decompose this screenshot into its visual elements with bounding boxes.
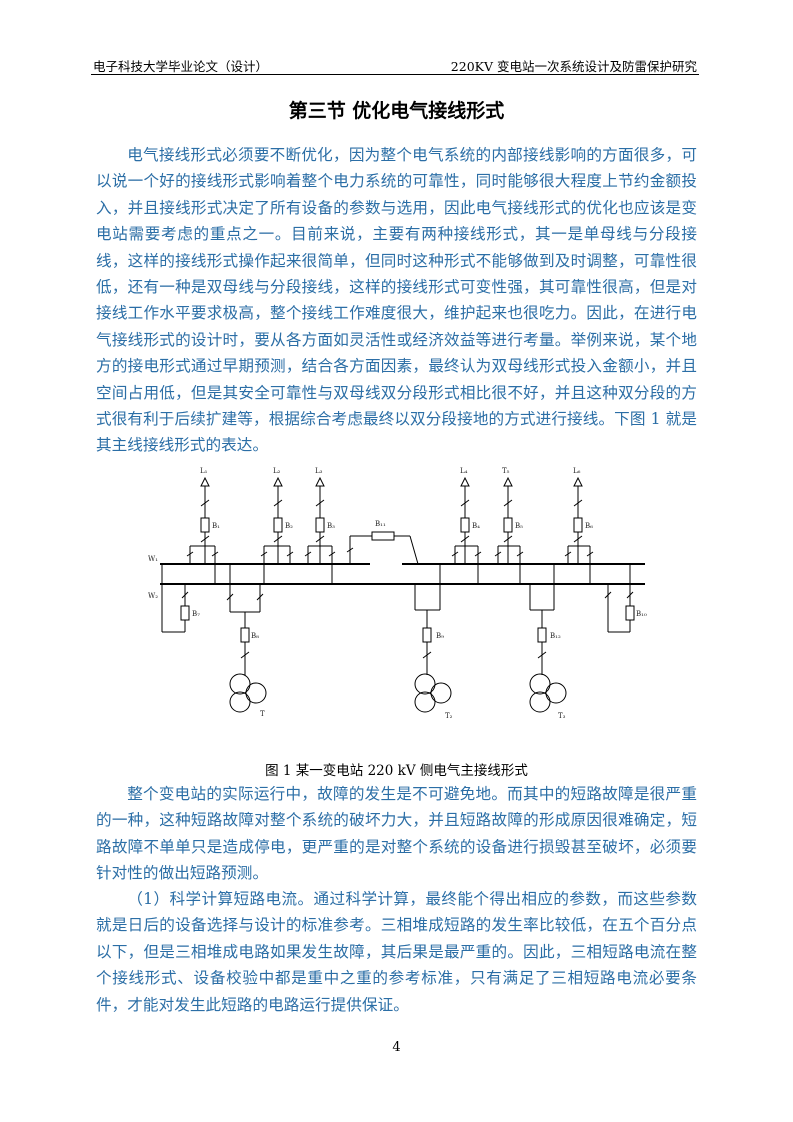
- label-w1: W₁: [148, 555, 158, 563]
- label-b4: B₄: [472, 522, 480, 530]
- label-b5: B₅: [515, 522, 523, 530]
- label-w2: W₂: [148, 592, 158, 600]
- label-l3: L₃: [315, 467, 323, 475]
- body-paragraph-2: 整个变电站的实际运行中，故障的发生是不可避免地。而其中的短路故障是很严重的一种，…: [96, 785, 697, 883]
- label-l5: T₅: [502, 467, 510, 475]
- figure-caption: 图 1 某一变电站 220 kV 侧电气主接线形式: [265, 763, 528, 779]
- label-b9: B₉: [436, 632, 444, 640]
- body-paragraph-3: （1）科学计算短路电流。通过科学计算，最终能个得出相应的参数，而这些参数就是日后…: [96, 890, 697, 1014]
- label-b8: B₈: [251, 632, 259, 640]
- label-l2: L₂: [273, 467, 281, 475]
- label-l4: L₄: [460, 467, 468, 475]
- label-l6: L₆: [573, 467, 581, 475]
- label-l1: L₁: [200, 467, 208, 475]
- page-header: 电子科技大学毕业论文（设计） 220KV 变电站一次系统设计及防雷保护研究: [91, 56, 699, 75]
- label-b6: B₆: [585, 522, 593, 530]
- wiring-diagram-svg: L₁ L₂ L₃ L₄ T₅ L₆ B₁ B₂ B₃ B₄ B₅ B₆ B₇ B…: [148, 467, 647, 720]
- label-b7: B₇: [192, 610, 200, 618]
- page-number: 4: [392, 1040, 401, 1055]
- label-b10: B₁₀: [636, 610, 647, 618]
- main-wiring-diagram: L₁ L₂ L₃ L₄ T₅ L₆ B₁ B₂ B₃ B₄ B₅ B₆ B₇ B…: [140, 460, 655, 725]
- label-b11: B₁₁: [375, 520, 386, 528]
- label-t1: T: [260, 710, 265, 718]
- label-b2: B₂: [285, 522, 293, 530]
- label-b3: B₃: [327, 522, 335, 530]
- label-t3: T₃: [558, 712, 566, 720]
- section-title: 第三节 优化电气接线形式: [288, 100, 505, 122]
- header-paper-title: 220KV 变电站一次系统设计及防雷保护研究: [450, 59, 697, 74]
- label-b12: B₁₂: [550, 632, 561, 640]
- label-b1: B₁: [212, 522, 220, 530]
- header-thesis-title: 电子科技大学毕业论文（设计）: [93, 59, 269, 74]
- label-t2: T₂: [445, 712, 453, 720]
- body-paragraph-1: 电气接线形式必须要不断优化，因为整个电气系统的内部接线影响的方面很多，可以说一个…: [96, 146, 697, 455]
